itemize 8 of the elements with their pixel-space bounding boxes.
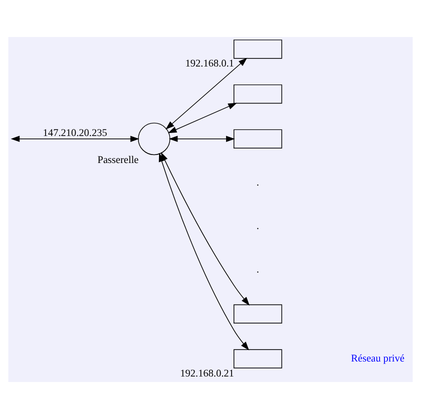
label: .: [256, 178, 260, 189]
edge-label: 147.210.20.235: [42, 128, 108, 140]
label: .: [256, 221, 260, 232]
label: .: [256, 264, 260, 276]
node-label: 192.168.0.1: [185, 58, 234, 70]
node-label: 192.168.0.21: [180, 368, 234, 380]
node-label: Passerelle: [98, 154, 139, 166]
label: Réseau privé: [351, 354, 404, 365]
